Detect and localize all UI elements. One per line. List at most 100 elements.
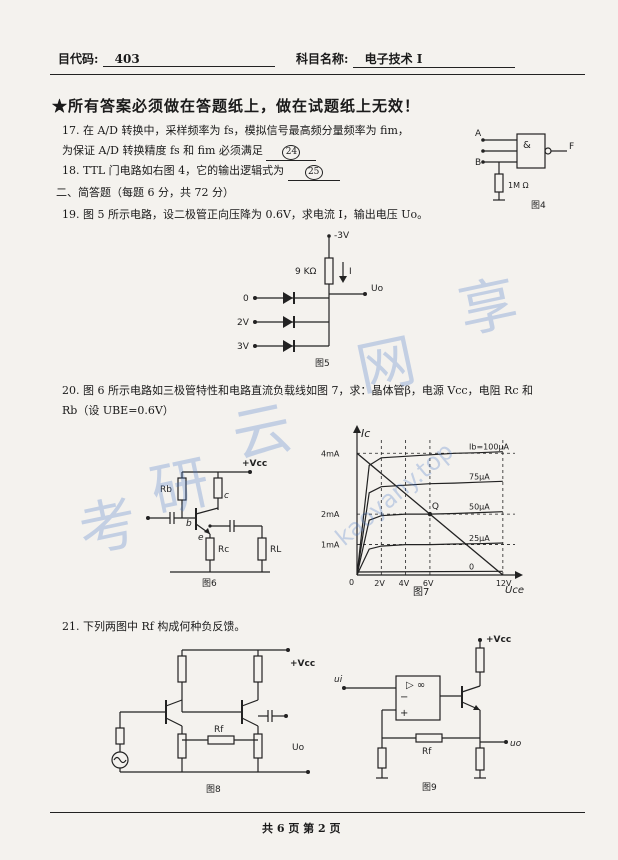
q20-line1: 20. 图 6 所示电路如三极管特性和电路直流负载线如图 7，求：晶体管β，电源… <box>62 384 534 397</box>
fig7-curve-2 <box>356 480 503 576</box>
fig7-q-label: Q <box>432 502 439 512</box>
nand-gate-body <box>516 133 546 169</box>
page-footer: 共 6 页 第 2 页 <box>262 822 341 835</box>
rc-resistor <box>213 477 223 499</box>
fig5-input-1: 0 <box>243 294 249 304</box>
fig9-op-symbol: ▷ ∞ <box>406 680 425 691</box>
fig7-y-tick-3: 1mA <box>321 541 340 550</box>
fig7-caption: 图7 <box>413 586 429 598</box>
fig5-resistor <box>324 257 334 285</box>
watermark-char-5: 享 <box>452 267 524 347</box>
fig5-input-2: 2V <box>237 318 250 328</box>
fig8-re1 <box>177 733 187 759</box>
fig7-curve-label-4: 25μA <box>469 534 490 543</box>
fig9-re <box>475 747 485 771</box>
q17-line2-text: 为保证 A/D 转换精度 fs 和 fim 必须满足 <box>62 144 263 157</box>
fig4-output-f: F <box>569 142 574 152</box>
fig7-x-tick-2: 4V <box>399 579 410 588</box>
fig4-resistor <box>494 173 504 193</box>
footer-divider <box>50 812 585 813</box>
fig5-input-3: 3V <box>237 342 250 352</box>
figure-4: A B & F 1M Ω 图4 <box>475 129 574 211</box>
fig9-rf-label: Rf <box>422 747 432 757</box>
fig5-resistor-label: 9 KΩ <box>295 267 316 277</box>
figure-8: +Vcc Rf Uo 图8 <box>111 648 315 795</box>
fig7-curve-label-1: Ib=100μA <box>469 443 510 452</box>
fig8-rf <box>207 735 235 745</box>
q21-text: 21. 下列两图中 Rf 构成何种负反馈。 <box>62 620 246 633</box>
fig6-caption: 图6 <box>202 578 217 589</box>
fig7-curve-3 <box>356 511 503 576</box>
fig7-curve-label-3: 50μA <box>469 503 490 512</box>
fig7-q-point <box>427 511 433 517</box>
q17-line1: 17. 在 A/D 转换中，采样频率为 fs，模拟信号最高频分量频率为 fim， <box>62 124 409 137</box>
fig7-curve-1 <box>356 451 503 576</box>
fig7-x-tick-1: 2V <box>374 579 385 588</box>
fig7-curve-label-2: 75μA <box>469 472 490 481</box>
figure-5: -3V 9 KΩ I Uo 0 2V 3V 图5 <box>237 231 384 369</box>
fig7-x-tick-3: 6V <box>423 579 434 588</box>
q18-blank-number: 25 <box>304 165 323 180</box>
q18-line: 18. TTL 门电路如右图 4，它的输出逻辑式为 25 <box>62 164 340 181</box>
exam-code-value: 403 <box>102 52 275 67</box>
fig9-plus: + <box>400 708 408 719</box>
fig9-ui: ui <box>334 675 343 685</box>
exam-code: 目代码: 403 <box>58 50 275 67</box>
diode-1 <box>283 292 293 304</box>
section-heading: 二、简答题（每题 6 分，共 72 分） <box>56 186 234 199</box>
fig7-x-label: Uce <box>505 585 524 596</box>
figure-9: +Vcc ui ▷ ∞ − + Rf uo 图9 <box>334 635 522 793</box>
fig8-rf-label: Rf <box>214 725 224 735</box>
fig6-vcc: +Vcc <box>242 459 267 469</box>
fig7-x-tick-4: 12V <box>496 579 512 588</box>
figure-7-chart: Ic Uce 0 图7 4mA 2mA 1mA 2V 4V 6V 12V Ib=100μA 75… <box>321 425 524 598</box>
fig4-input-a: A <box>475 129 482 139</box>
header-divider <box>50 74 585 75</box>
fig5-output: Uo <box>371 284 384 294</box>
exam-code-label: 目代码: <box>58 52 99 66</box>
fig8-rc2 <box>253 655 263 683</box>
inverter-bubble <box>544 147 552 155</box>
fig7-origin: 0 <box>349 578 354 587</box>
fig9-rc <box>475 647 485 673</box>
fig8-rc1 <box>177 655 187 683</box>
diode-2 <box>283 316 293 328</box>
diode-3 <box>283 340 293 352</box>
subject-value: 电子技术 I <box>352 50 515 68</box>
answer-notice: ★所有答案必须做在答题纸上，做在试题纸上无效！ <box>52 97 421 115</box>
fig8-rs <box>115 727 125 745</box>
op-amp <box>395 675 441 721</box>
fig5-caption: 图5 <box>315 358 330 369</box>
fig4-resistor-label: 1M Ω <box>508 181 529 190</box>
q19-text: 19. 图 5 所示电路，设二极管正向压降为 0.6V，求电流 I，输出电压 U… <box>62 208 429 221</box>
fig7-y-tick-1: 4mA <box>321 449 340 458</box>
fig7-curve-4 <box>356 542 503 576</box>
q17-line2: 为保证 A/D 转换精度 fs 和 fim 必须满足 24 <box>62 144 317 161</box>
fig7-y-tick-2: 2mA <box>321 510 340 519</box>
fig9-r1 <box>377 747 387 769</box>
fig9-caption: 图9 <box>422 782 437 793</box>
fig7-y-label: Ic <box>361 427 370 440</box>
fig6-b-label: b <box>186 519 192 529</box>
fig8-re2 <box>253 733 263 759</box>
fig6-e-label: e <box>198 533 204 543</box>
fig7-curve-5 <box>356 570 503 573</box>
fig6-c-label: c <box>224 491 229 501</box>
fig4-input-b: B <box>475 158 481 168</box>
q17-blank-number: 24 <box>282 145 301 160</box>
q20-line2: Rb（设 UBE=0.6V） <box>62 404 174 417</box>
fig6-rl-label: RL <box>270 545 281 555</box>
fig6-rb-label: Rb <box>160 485 172 495</box>
fig5-current-label: I <box>349 267 352 277</box>
fig5-supply: -3V <box>334 231 350 241</box>
fig6-rc-label: Rc <box>218 545 229 555</box>
rl-resistor <box>257 537 267 561</box>
fig9-uo: uo <box>510 739 522 749</box>
q18-text: 18. TTL 门电路如右图 4，它的输出逻辑式为 <box>62 164 285 177</box>
fig7-curve-label-5: 0 <box>469 562 474 571</box>
fig8-uo: Uo <box>292 743 305 753</box>
q18-blank: 25 <box>287 164 340 181</box>
fig4-caption: 图4 <box>531 200 546 211</box>
fig9-minus: − <box>400 692 408 703</box>
fig9-rf <box>415 733 443 743</box>
